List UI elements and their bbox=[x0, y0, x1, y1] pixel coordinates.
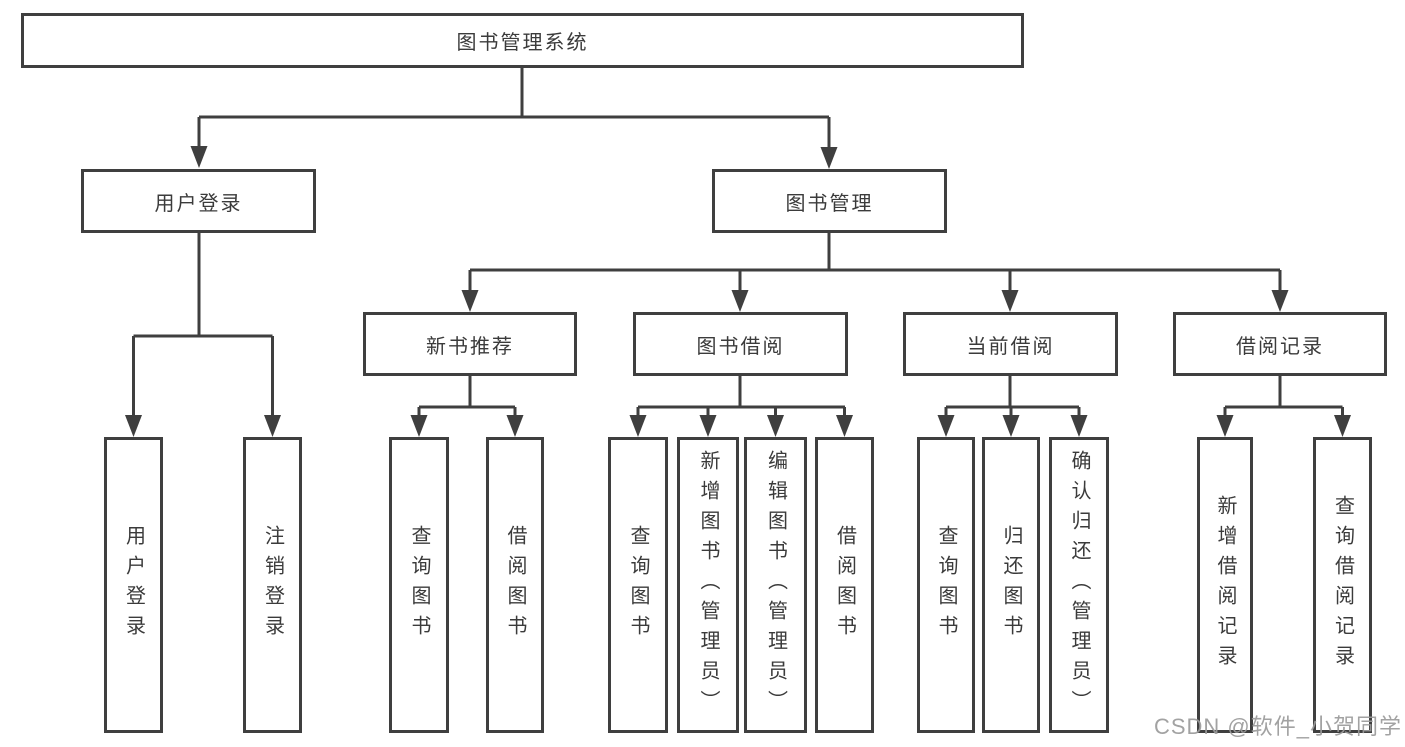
leaf-bb-edit-books-admin: 编辑图书（管理员） bbox=[744, 437, 807, 733]
leaf-logout: 注销登录 bbox=[243, 437, 302, 733]
node-label: 新增借阅记录 bbox=[1214, 495, 1236, 675]
node-user-login: 用户登录 bbox=[81, 169, 316, 233]
connector-root-trunk bbox=[199, 68, 829, 119]
connector-user-login-trunk bbox=[133, 233, 273, 338]
node-current-borrow: 当前借阅 bbox=[903, 312, 1118, 376]
node-book-borrow: 图书借阅 bbox=[633, 312, 848, 376]
node-label: 借阅记录 bbox=[1236, 335, 1324, 358]
node-label: 查询图书 bbox=[627, 525, 649, 645]
node-label: 确认归还（管理员） bbox=[1068, 450, 1090, 720]
connector-book-borrow-trunk bbox=[638, 376, 845, 409]
leaf-bb-query-books: 查询图书 bbox=[608, 437, 668, 733]
node-label: 借阅图书 bbox=[833, 525, 856, 645]
node-label: 图书管理 bbox=[785, 192, 874, 215]
node-label: 查询图书 bbox=[935, 525, 957, 645]
node-borrow-records: 借阅记录 bbox=[1173, 312, 1387, 376]
node-label: 当前借阅 bbox=[966, 335, 1055, 358]
node-label: 归还图书 bbox=[1000, 525, 1022, 645]
leaf-nbr-borrow-books: 借阅图书 bbox=[486, 437, 544, 733]
node-label: 图书借阅 bbox=[696, 335, 785, 358]
node-new-book-recommend: 新书推荐 bbox=[363, 312, 577, 376]
leaf-cb-confirm-return-admin: 确认归还（管理员） bbox=[1049, 437, 1109, 733]
node-label: 查询借阅记录 bbox=[1331, 495, 1354, 675]
connector-current-borrow-trunk bbox=[946, 376, 1079, 409]
node-label: 编辑图书（管理员） bbox=[764, 450, 787, 720]
node-label: 查询图书 bbox=[408, 525, 430, 645]
node-label: 注销登录 bbox=[261, 525, 284, 645]
connector-borrow-records-trunk bbox=[1225, 376, 1343, 409]
csdn-watermark: CSDN @软件_小贺同学 bbox=[1153, 714, 1402, 739]
node-book-management: 图书管理 bbox=[712, 169, 947, 233]
leaf-cb-return-books: 归还图书 bbox=[982, 437, 1040, 733]
node-label: 新书推荐 bbox=[426, 335, 514, 358]
leaf-nbr-query-books: 查询图书 bbox=[389, 437, 449, 733]
connector-new-book-recommend-trunk bbox=[419, 376, 515, 409]
leaf-cb-query-books: 查询图书 bbox=[917, 437, 975, 733]
node-label: 图书管理系统 bbox=[456, 32, 589, 54]
leaf-bb-borrow-books: 借阅图书 bbox=[815, 437, 874, 733]
leaf-user-login: 用户登录 bbox=[104, 437, 163, 733]
leaf-br-query-record: 查询借阅记录 bbox=[1313, 437, 1372, 733]
node-label: 用户登录 bbox=[154, 192, 243, 215]
connector-book-management-trunk bbox=[470, 233, 1280, 272]
node-label: 用户登录 bbox=[122, 525, 145, 645]
node-root-system: 图书管理系统 bbox=[21, 13, 1024, 68]
node-label: 新增图书（管理员） bbox=[697, 450, 719, 720]
node-label: 借阅图书 bbox=[504, 525, 526, 645]
leaf-bb-add-books-admin: 新增图书（管理员） bbox=[677, 437, 739, 733]
leaf-br-add-record: 新增借阅记录 bbox=[1197, 437, 1253, 733]
